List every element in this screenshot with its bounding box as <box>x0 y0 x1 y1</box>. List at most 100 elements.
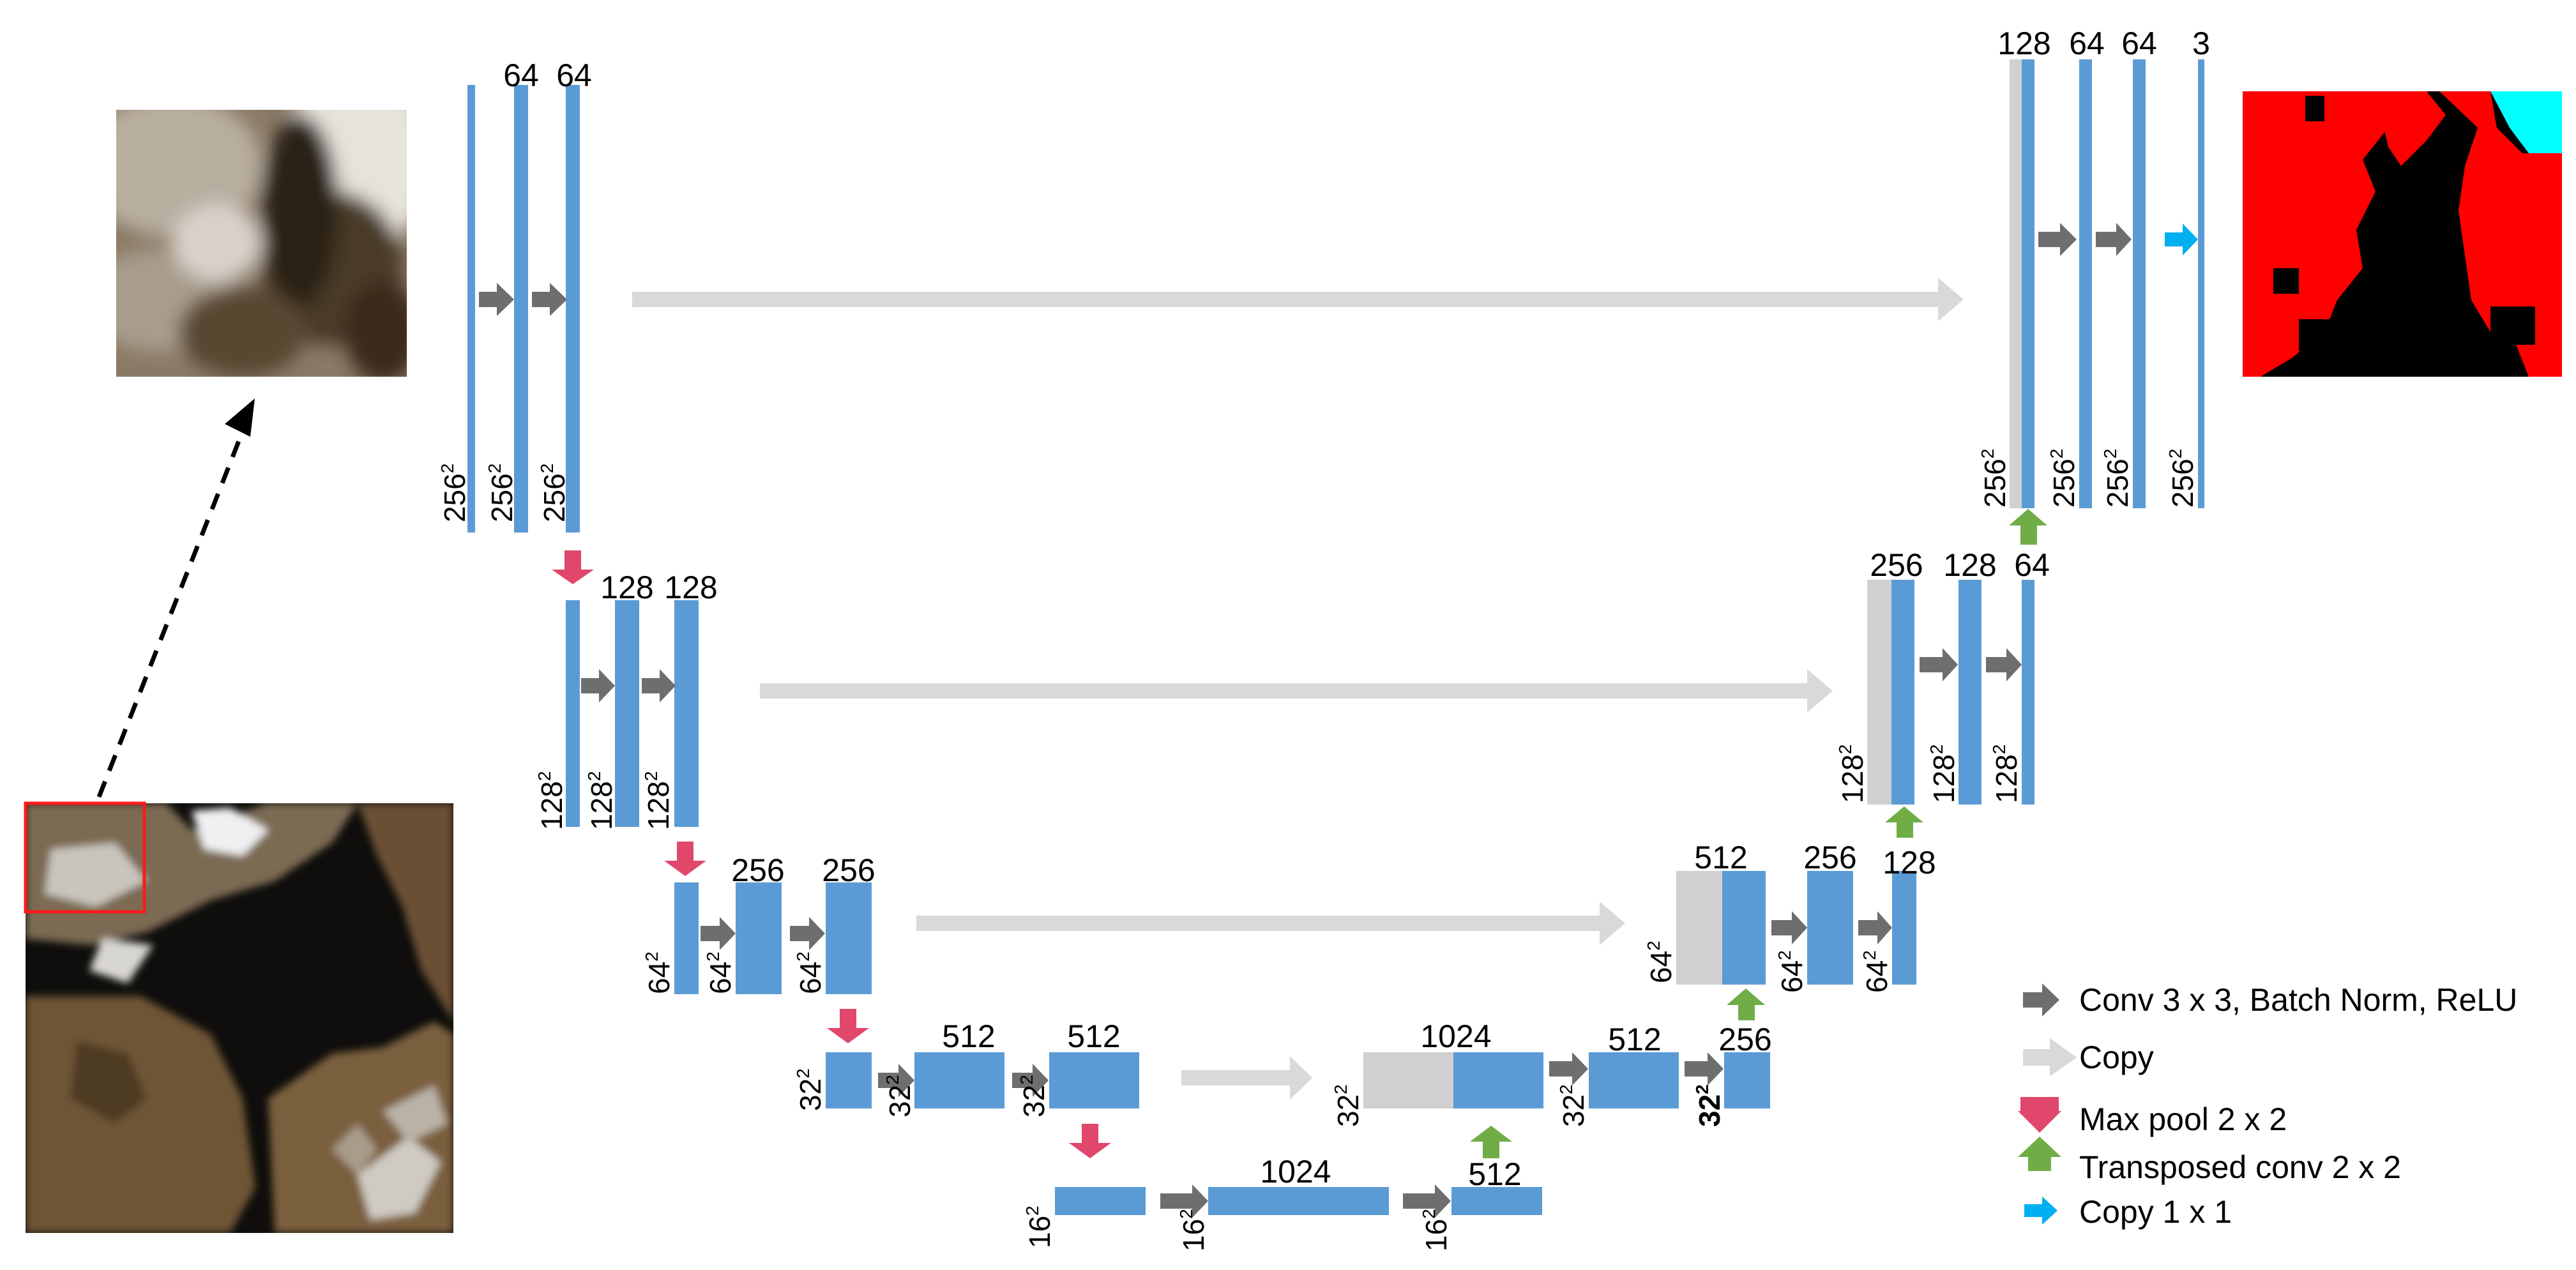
size-label: 2562 <box>485 464 519 522</box>
satellite-image <box>26 803 453 1233</box>
size-label: 1282 <box>1989 745 2023 803</box>
d1-conv2-block <box>2022 580 2034 805</box>
maxpool-arrows <box>552 550 1111 1158</box>
size-label: 2562 <box>537 464 571 522</box>
size-label: 322 <box>1331 1084 1365 1127</box>
size-label: 162 <box>1022 1206 1056 1248</box>
d3-conv2-block <box>1724 1052 1770 1108</box>
label-l4-up: 512 <box>1468 1156 1521 1192</box>
d1-up-block <box>1891 580 1914 805</box>
d3-conv1-block <box>1589 1052 1679 1108</box>
conv-arrow <box>1549 1052 1588 1085</box>
zoom-dashed-line <box>96 417 250 798</box>
size-label: 642 <box>793 951 827 994</box>
l4-conv1-block <box>1208 1187 1389 1215</box>
label-l1-c2: 128 <box>664 570 717 605</box>
maxpool-arrow <box>1069 1124 1111 1158</box>
maxpool-arrow <box>664 842 706 876</box>
size-label: 2562 <box>2100 449 2134 508</box>
d0-copy-block <box>2010 59 2022 508</box>
legend: Conv 3 x 3, Batch Norm, ReLU Copy Max po… <box>2018 982 2517 1230</box>
size-label: 322 <box>1556 1084 1590 1127</box>
legend-conv-icon <box>2023 983 2059 1017</box>
conv-arrow <box>532 283 567 316</box>
label-d1-c1: 128 <box>1943 547 1996 583</box>
crop-region-box <box>24 801 146 914</box>
size-label: 322 <box>883 1075 916 1117</box>
l4-pool-block <box>1055 1187 1146 1215</box>
label-l3-c1: 512 <box>942 1018 995 1054</box>
output-mask-image <box>2243 91 2562 377</box>
label-l4-c1: 1024 <box>1260 1154 1331 1190</box>
size-label: 1282 <box>1835 745 1869 803</box>
size-label: 1282 <box>1927 745 1960 803</box>
conv-arrow <box>581 669 615 702</box>
conv-arrow <box>701 917 736 950</box>
d1-copy-block <box>1867 580 1891 805</box>
conv-arrow <box>878 1064 914 1097</box>
label-d2-cat: 512 <box>1694 840 1747 875</box>
size-label: 642 <box>1775 950 1808 993</box>
l4-conv2-block <box>1451 1187 1542 1215</box>
label-l2-c1: 256 <box>731 852 784 888</box>
label-d0-cat: 128 <box>1997 26 2050 61</box>
d2-conv2-block <box>1892 871 1916 985</box>
size-label: 322 <box>1017 1075 1050 1117</box>
conv-arrow <box>1986 648 2022 681</box>
label-d0-out: 3 <box>2192 26 2210 61</box>
l2-conv2-block <box>826 882 872 994</box>
size-label: 322 <box>1692 1084 1726 1127</box>
size-label: 1282 <box>584 771 618 830</box>
size-label: 2562 <box>2165 449 2199 508</box>
skip-arrow-l2 <box>916 902 1625 945</box>
d0-conv2-block <box>2133 59 2146 508</box>
legend-transposed-label: Transposed conv 2 x 2 <box>2079 1149 2401 1185</box>
conv-arrow <box>1160 1184 1208 1218</box>
label-l1-c1: 128 <box>600 570 653 605</box>
transposed-arrow <box>1470 1126 1512 1158</box>
size-label: 642 <box>642 951 676 994</box>
l2-conv1-block <box>736 882 782 994</box>
label-d0-c2: 64 <box>2121 26 2157 61</box>
skip-arrow-l3 <box>1181 1056 1312 1100</box>
l2-pool-block <box>674 882 699 994</box>
d3-copy-block <box>1363 1052 1453 1108</box>
label-d3-c1: 512 <box>1608 1022 1661 1057</box>
input-crop-image <box>116 110 407 377</box>
l3-conv1-block <box>914 1052 1004 1108</box>
l0-input-block <box>467 85 475 533</box>
label-l3-c2: 512 <box>1067 1018 1120 1054</box>
d2-copy-block <box>1676 871 1722 985</box>
transposed-arrow <box>1727 988 1765 1020</box>
l3-pool-block <box>826 1052 872 1108</box>
conv-arrow <box>1685 1052 1724 1085</box>
channel-labels: 64 64 128 128 256 256 512 512 1024 512 1… <box>503 26 2210 1192</box>
conv-arrow <box>790 917 825 950</box>
d0-output-block <box>2198 59 2204 508</box>
l3-conv2-block <box>1049 1052 1139 1108</box>
size-label: 2562 <box>437 464 471 522</box>
skip-arrow-l0 <box>632 278 1964 321</box>
conv-arrow <box>1771 911 1807 944</box>
legend-copy1x1-icon <box>2024 1197 2057 1225</box>
legend-copy-icon <box>2023 1038 2077 1077</box>
size-label: 2562 <box>2047 449 2080 508</box>
d0-up-block <box>2022 59 2034 508</box>
skip-arrow-l1 <box>760 669 1833 713</box>
transposed-arrows <box>1470 509 2047 1158</box>
legend-maxpool-label: Max pool 2 x 2 <box>2079 1101 2287 1137</box>
size-label: 162 <box>1419 1209 1453 1251</box>
conv-arrow <box>642 669 676 702</box>
d0-conv1-block <box>2079 59 2092 508</box>
d2-up-block <box>1722 871 1766 985</box>
label-l2-c2: 256 <box>822 852 875 888</box>
conv-arrow <box>479 283 514 316</box>
conv-arrow <box>1858 911 1892 944</box>
legend-copy-label: Copy <box>2079 1039 2154 1075</box>
l1-conv2-block <box>674 600 699 827</box>
size-label: 162 <box>1176 1209 1210 1251</box>
size-labels: 2562 2562 2562 1282 1282 1282 642 642 64… <box>437 449 2199 1251</box>
copy1x1-arrow <box>2165 223 2198 255</box>
legend-maxpool-icon <box>2018 1097 2061 1133</box>
